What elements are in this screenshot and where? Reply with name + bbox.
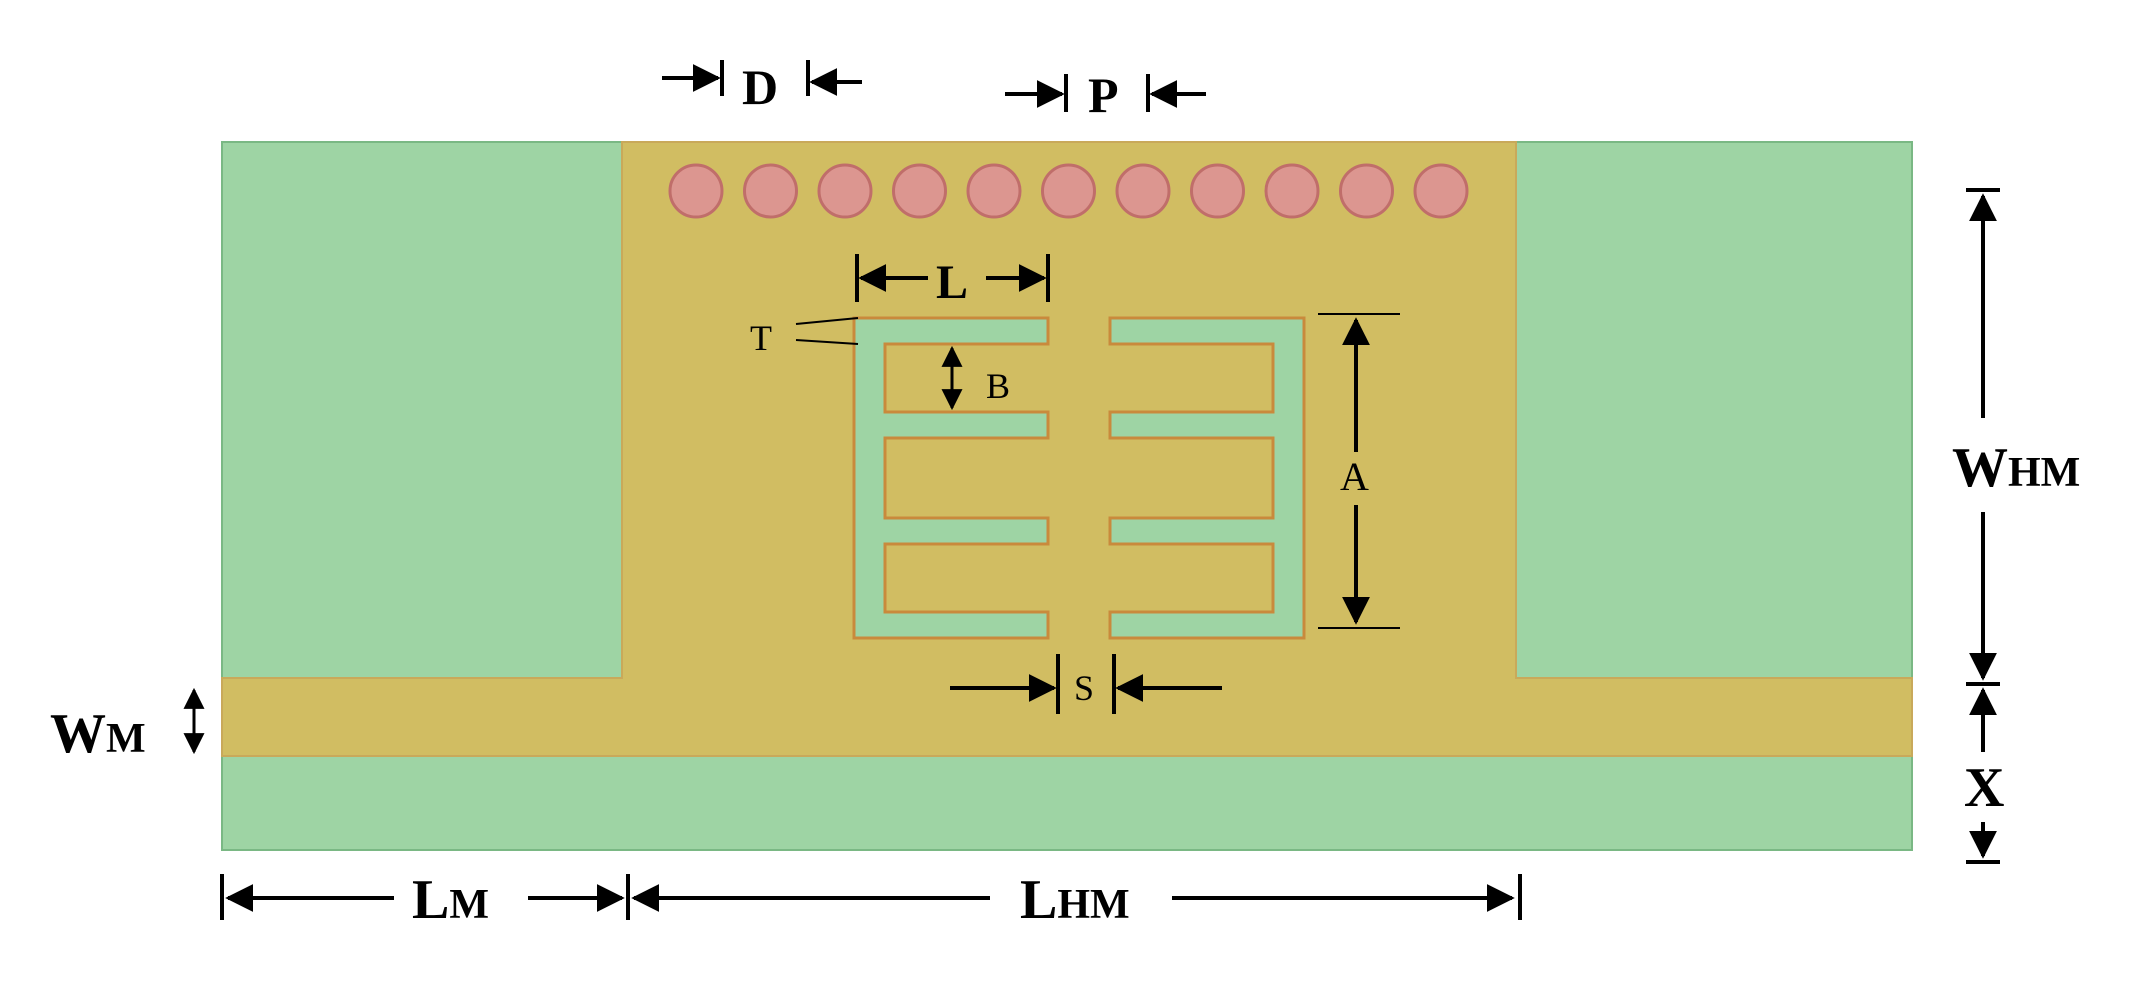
label-wm: WM [50, 703, 146, 765]
via-row [668, 163, 1469, 219]
label-d: D [742, 59, 778, 115]
label-l: L [936, 256, 968, 309]
via [1041, 163, 1096, 219]
via [1115, 163, 1171, 219]
label-t: T [750, 318, 772, 358]
via [1339, 163, 1394, 219]
via [892, 163, 947, 219]
slot-right [1108, 316, 1306, 640]
label-x: X [1964, 757, 2004, 819]
label-lm: LM [412, 869, 489, 931]
metal-layer [221, 141, 1913, 757]
via [817, 163, 873, 219]
via [966, 163, 1022, 219]
label-b: B [986, 366, 1010, 406]
via [1190, 163, 1245, 219]
label-s: S [1074, 668, 1094, 708]
label-p: P [1088, 67, 1119, 123]
via [668, 163, 724, 219]
label-whm: WHM [1952, 437, 2080, 499]
slot-left [852, 316, 1050, 640]
via [743, 163, 798, 219]
label-a: A [1340, 454, 1369, 499]
via [1413, 163, 1469, 219]
label-lhm: LHM [1020, 869, 1130, 931]
via [1264, 163, 1320, 219]
